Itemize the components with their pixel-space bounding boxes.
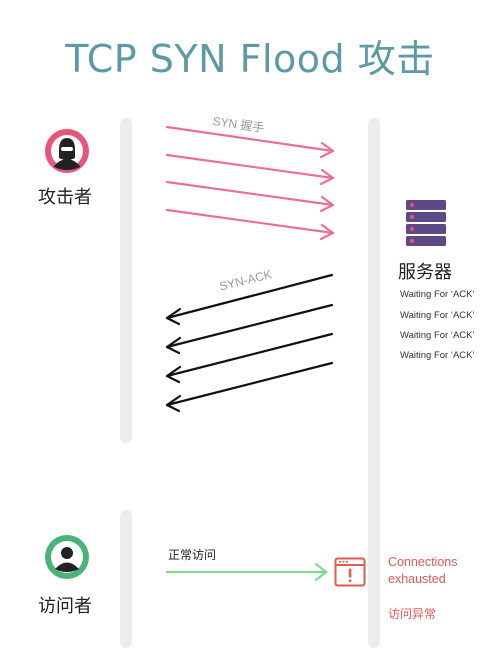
synack-arrow xyxy=(165,273,334,320)
error-message-line2: exhausted xyxy=(388,572,446,586)
syn-arrow xyxy=(165,180,335,207)
syn-arrow-head xyxy=(319,168,335,186)
browser-error-icon xyxy=(334,557,366,587)
page-title: TCP SYN Flood 攻击 xyxy=(65,37,435,81)
syn-arrow xyxy=(165,125,335,153)
synack-arrow-head xyxy=(165,365,182,384)
synack-arrow-head xyxy=(165,394,182,413)
synack-arrow-head xyxy=(165,307,182,326)
syn-arrow-head xyxy=(319,141,335,159)
user-icon xyxy=(44,534,90,580)
server-icon xyxy=(404,198,448,248)
server-status-line: Waiting For ‘ACK’ xyxy=(400,350,475,361)
normal-access-arrow xyxy=(165,562,328,582)
synack-arrow-head xyxy=(165,336,182,355)
server-lane xyxy=(368,118,380,648)
server-status-line: Waiting For ‘ACK’ xyxy=(400,310,475,321)
error-result-label: 访问异常 xyxy=(388,607,437,621)
attacker-lane xyxy=(120,118,132,443)
syn-arrows xyxy=(165,125,335,241)
syn-arrow xyxy=(165,208,335,235)
syn-arrow-head xyxy=(319,223,335,241)
synack-arrow xyxy=(165,361,334,407)
syn-arrow-head xyxy=(319,195,335,213)
synack-arrows xyxy=(165,273,334,413)
hacker-icon xyxy=(44,128,90,174)
synack-arrow xyxy=(165,332,334,378)
visitor-lane xyxy=(120,510,132,648)
syn-arrow xyxy=(165,153,335,180)
server-label: 服务器 xyxy=(398,262,452,283)
server-status-line: Waiting For ‘ACK’ xyxy=(400,289,475,300)
normal-access-label: 正常访问 xyxy=(168,548,217,562)
error-message-line1: Connections xyxy=(388,555,458,569)
visitor-label: 访问者 xyxy=(38,596,92,617)
server-status-line: Waiting For ‘ACK’ xyxy=(400,330,475,341)
synack-arrow xyxy=(165,303,334,349)
attacker-label: 攻击者 xyxy=(38,187,92,208)
